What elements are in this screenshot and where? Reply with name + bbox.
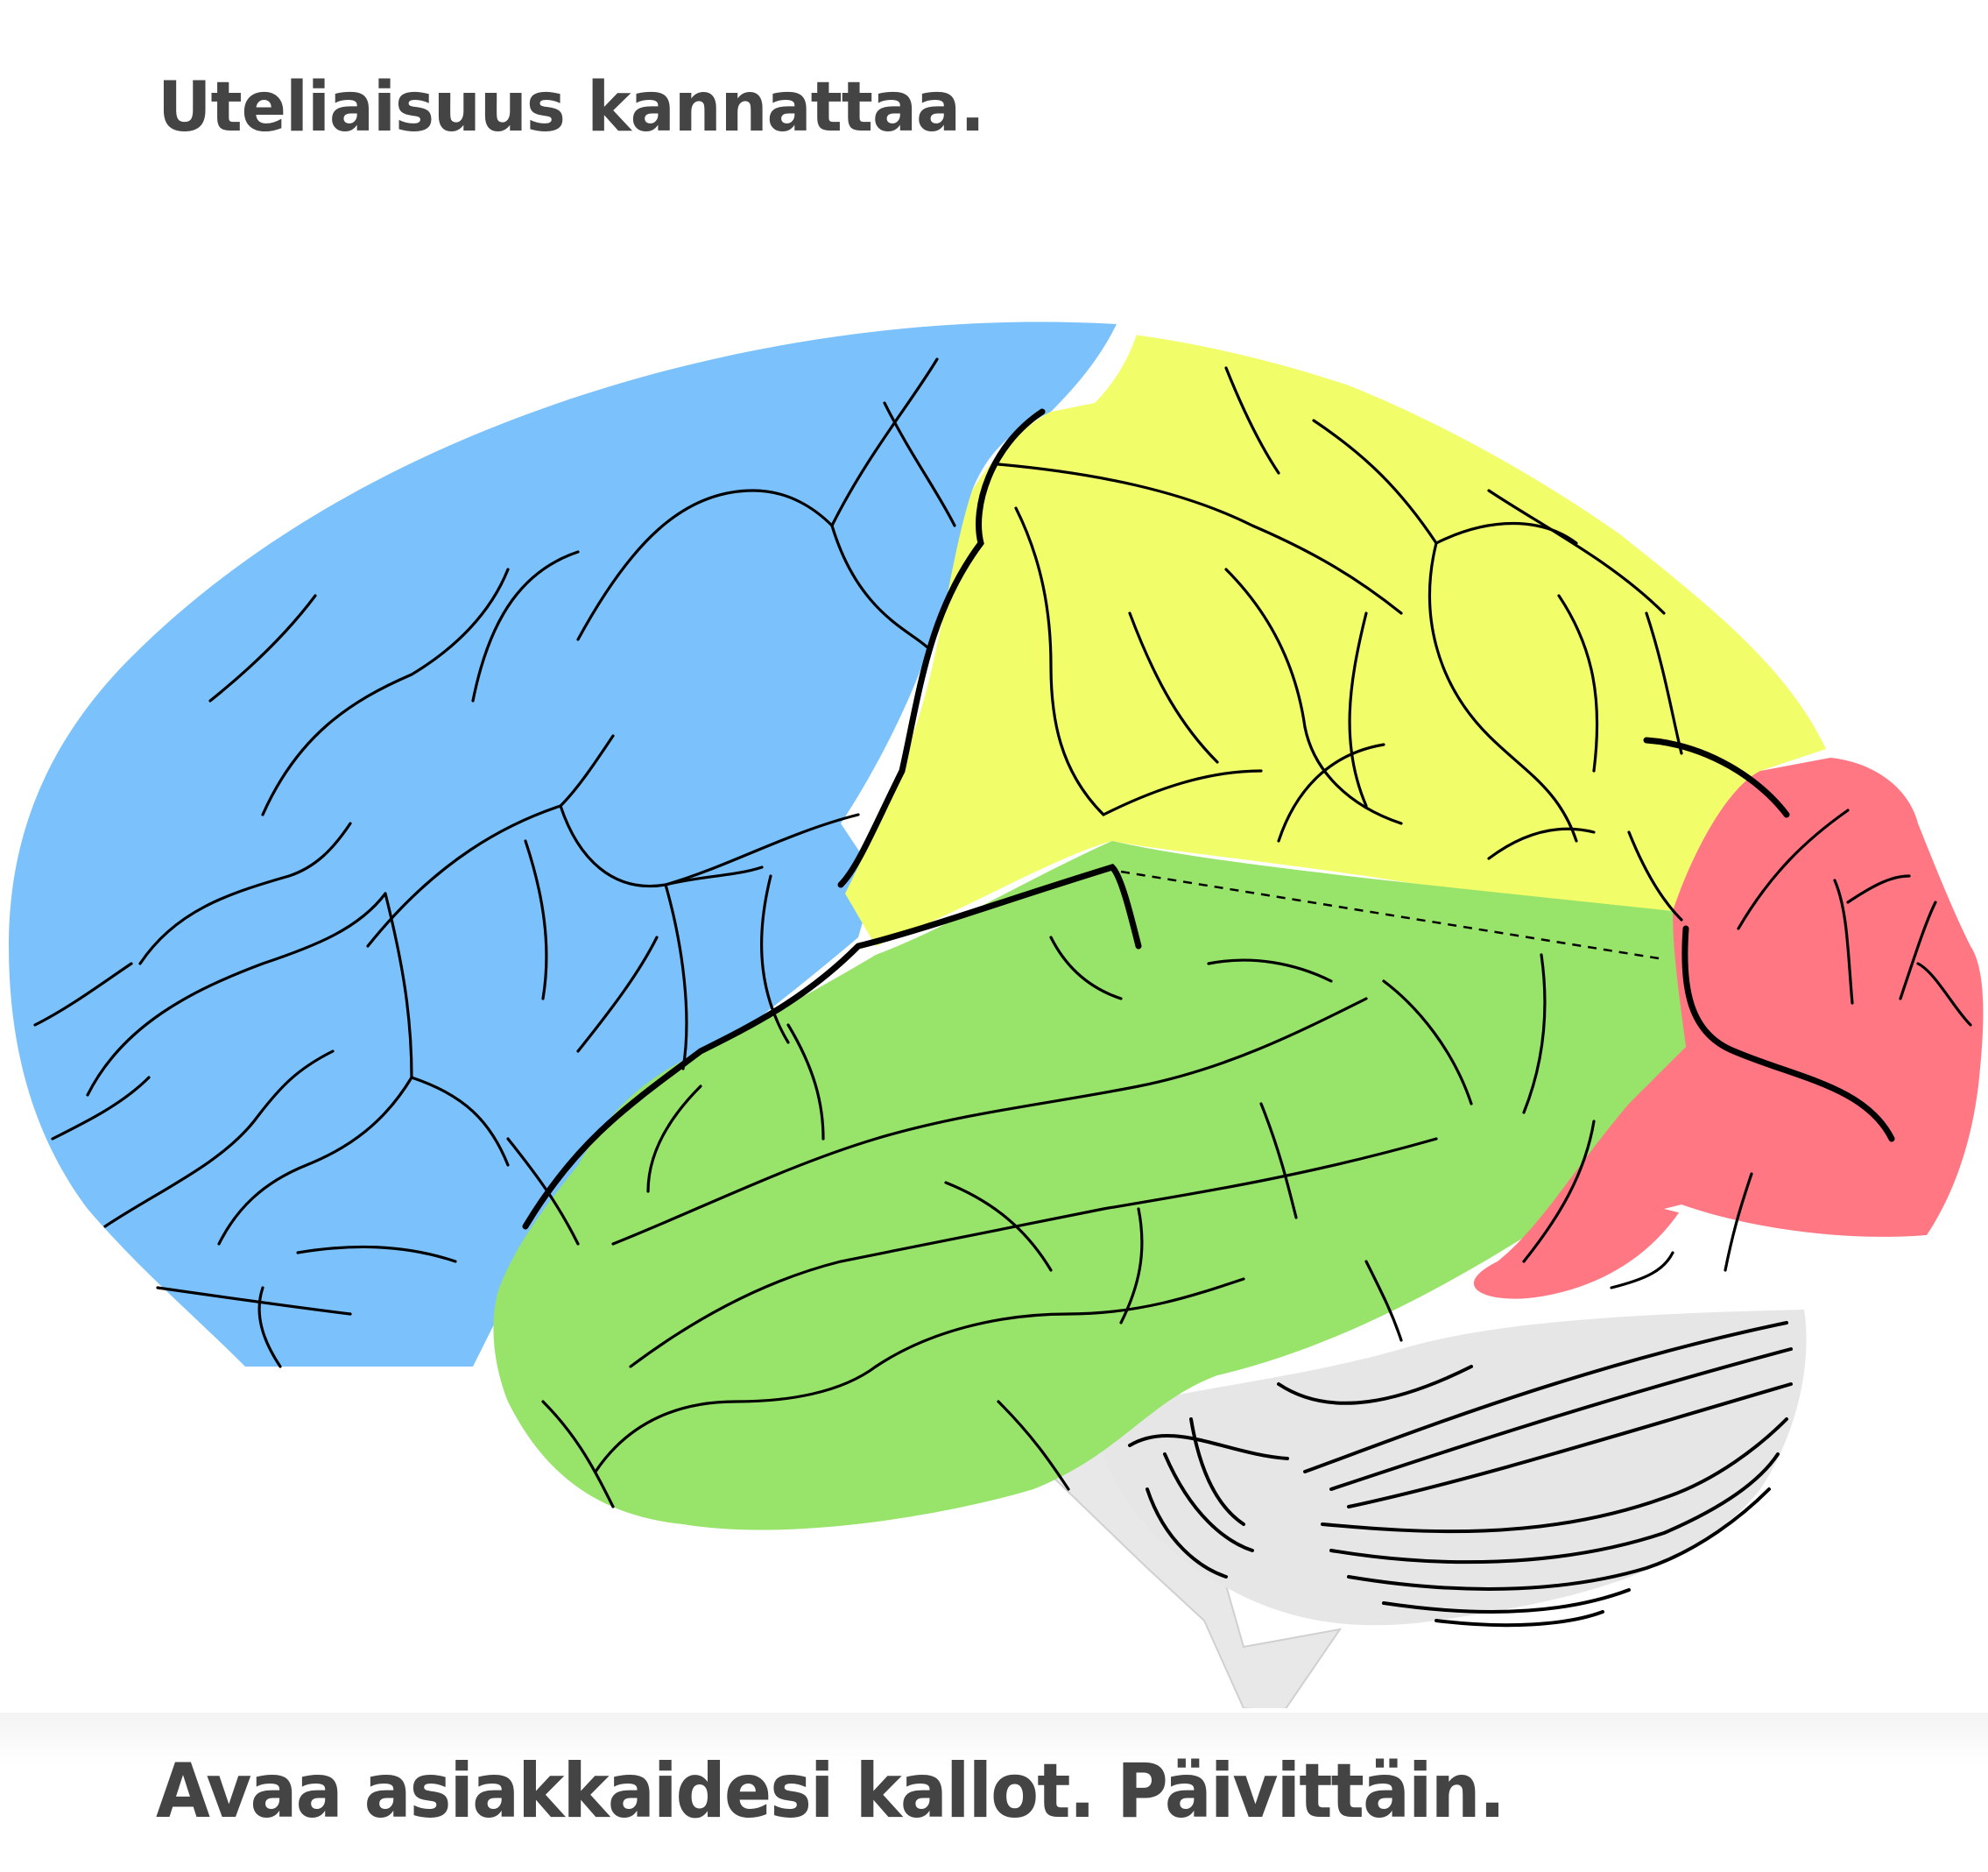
cerebellum [1095,1310,1807,1626]
frontal-lobe [9,321,1117,1367]
occipital-lobe [1473,758,1984,1299]
temporal-sulci [541,936,1596,1508]
footer-band [0,1713,1988,1765]
lobe-boundary-dashed [1120,870,1665,961]
tagline: Avaa asiakkaidesi kallot. Päivittäin. [156,1748,1505,1835]
parietal-lobe [845,333,1826,946]
occipital-sulci [1610,809,1972,1289]
parietal-sulci [997,366,1683,922]
parieto-occipital-sulcus [1643,737,1895,1142]
central-sulcus [837,408,1046,888]
temporal-lobe [493,841,1687,1530]
headline: Uteliaisuus kannattaa. [158,68,985,147]
lateral-sulcus [522,864,1142,1230]
frontal-sulci [33,357,956,1368]
cerebellum-folia [1128,1321,1793,1628]
brain-illustration [0,307,1988,1714]
